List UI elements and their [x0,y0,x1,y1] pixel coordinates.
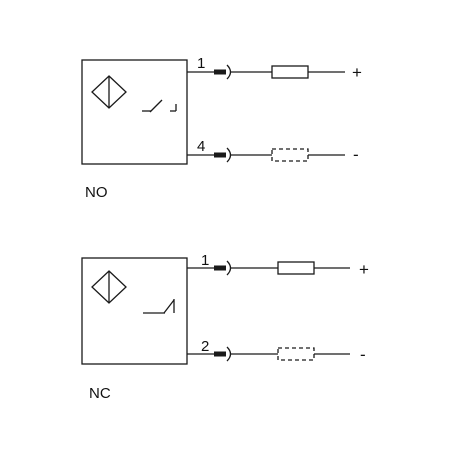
no-sensor-body [81,59,188,165]
no-polarity-plus: + [352,63,362,82]
no-caption: NO [85,184,108,201]
nc-polarity-minus: - [360,345,366,364]
no-contact-icon [142,99,177,113]
no-wire-1 [187,64,345,80]
connector-plug-icon [214,265,226,271]
sensor-face-icon [91,75,127,109]
load-resistor-icon [271,65,309,79]
load-resistor-icon [277,261,315,275]
connector-socket-icon [226,64,232,80]
no-pin-1-label: 1 [197,55,205,72]
nc-polarity-plus: + [359,260,369,279]
connector-plug-icon [214,351,226,357]
no-wire-4 [187,147,345,163]
connector-socket-icon [226,147,232,163]
nc-caption: NC [89,385,111,402]
nc-sensor-body [81,257,188,365]
nc-pin-2-label: 2 [201,338,209,355]
connector-socket-icon [226,346,232,362]
nc-diagram: 1 + 2 - NC [81,252,369,402]
connector-plug-icon [214,152,226,158]
nc-contact-icon [143,299,175,314]
nc-wire-2 [187,346,350,362]
no-diagram: 1 + 4 - NO [81,55,362,201]
no-polarity-minus: - [353,145,359,164]
nc-wire-1 [187,260,350,276]
connector-plug-icon [214,69,226,75]
no-pin-4-label: 4 [197,138,205,155]
optional-load-icon [277,347,315,361]
connector-socket-icon [226,260,232,276]
optional-load-icon [271,148,309,162]
sensor-face-icon [91,270,127,304]
nc-pin-1-label: 1 [201,252,209,269]
